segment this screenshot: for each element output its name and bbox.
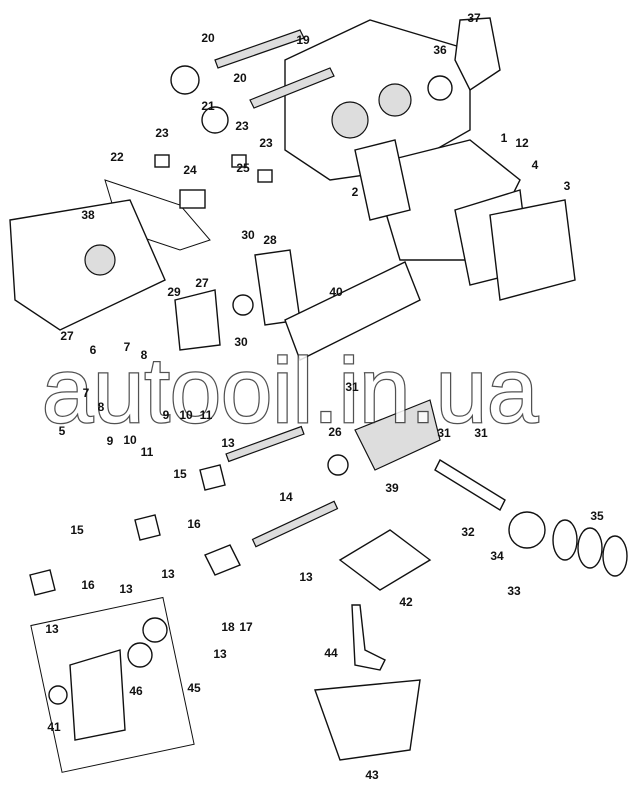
callout: 16 (187, 517, 201, 531)
timing-cover-rear (454, 17, 501, 92)
oil-seal (427, 75, 453, 101)
head-gasket (354, 139, 411, 221)
rocker-shaft (225, 425, 305, 463)
callout: 22 (110, 150, 124, 164)
callout: 13 (45, 622, 59, 636)
parts (9, 17, 628, 773)
callout: 7 (124, 340, 131, 354)
callout: 17 (239, 620, 253, 634)
callout: 31 (437, 426, 451, 440)
callout: 20 (233, 71, 247, 85)
camshaft-upper (214, 29, 305, 69)
callout: 29 (167, 285, 181, 299)
callout: 7 (83, 386, 90, 400)
callout: 38 (81, 208, 95, 222)
callout: 9 (163, 408, 170, 422)
oil-pan (314, 679, 421, 761)
callout: 40 (329, 285, 343, 299)
callout: 23 (259, 136, 273, 150)
callout: 18 (221, 620, 235, 634)
callout: 20 (201, 31, 215, 45)
callout: 21 (201, 99, 215, 113)
callout: 5 (59, 424, 66, 438)
piston (508, 511, 546, 549)
callout: 44 (324, 646, 338, 660)
tensioner (179, 189, 206, 209)
callout: 9 (107, 434, 114, 448)
callout: 8 (98, 400, 105, 414)
callout: 42 (399, 595, 413, 609)
crankshaft (354, 399, 441, 471)
callout: 25 (236, 161, 250, 175)
callout: 14 (279, 490, 293, 504)
callout: 11 (200, 408, 213, 422)
cam-sprocket (170, 65, 200, 95)
callout: 19 (296, 33, 310, 47)
callout: 13 (221, 436, 235, 450)
callout: 27 (60, 329, 74, 343)
oil-baffle (338, 529, 432, 591)
piston-ring-1 (552, 519, 578, 561)
callout: 13 (119, 582, 133, 596)
callout: 13 (299, 570, 313, 584)
callout: 10 (123, 433, 137, 447)
oil-pump-box (30, 596, 195, 773)
callout: 45 (187, 681, 201, 695)
callout: 8 (141, 348, 148, 362)
lifter (154, 154, 170, 168)
callout: 12 (515, 136, 529, 150)
connecting-rod (434, 459, 506, 511)
callout: 13 (161, 567, 175, 581)
callout: 46 (129, 684, 143, 698)
callout: 13 (213, 647, 227, 661)
callout: 23 (235, 119, 249, 133)
callout: 27 (195, 276, 209, 290)
callout: 37 (467, 11, 481, 25)
timing-cover-mid (254, 249, 301, 326)
callouts: 37 36 20 19 20 21 23 1 12 23 23 22 25 24… (45, 11, 604, 782)
callout: 30 (234, 335, 248, 349)
callout: 15 (70, 523, 84, 537)
watermark: autooil.in.ua (42, 340, 539, 442)
callout: 26 (328, 425, 342, 439)
callout: 31 (474, 426, 488, 440)
callout: 35 (590, 509, 604, 523)
valve-cover (489, 199, 576, 301)
oil-pump (69, 649, 126, 741)
callout: 23 (155, 126, 169, 140)
callout: 43 (365, 768, 379, 782)
callout: 6 (90, 343, 97, 357)
callout: 16 (81, 578, 95, 592)
callout: 11 (141, 445, 154, 459)
rocker-shaft-2 (251, 500, 339, 548)
callout: 4 (532, 158, 539, 172)
callout: 34 (490, 549, 504, 563)
crank-gear (327, 454, 349, 476)
callout: 41 (47, 720, 61, 734)
callout: 36 (433, 43, 447, 57)
callout: 30 (241, 228, 255, 242)
callout: 33 (507, 584, 521, 598)
bearing-panel (284, 261, 421, 361)
callout: 32 (461, 525, 475, 539)
camshaft-lower (249, 67, 335, 109)
rocker-arm-group (204, 544, 241, 576)
callout: 28 (263, 233, 277, 247)
oil-pickup (351, 604, 386, 671)
callout: 1 (501, 131, 508, 145)
callout: 15 (173, 467, 187, 481)
callout: 24 (183, 163, 197, 177)
callout: 2 (352, 185, 359, 199)
callout: 10 (179, 408, 193, 422)
callout: 39 (385, 481, 399, 495)
callout: 3 (564, 179, 571, 193)
callout: 31 (345, 380, 359, 394)
timing-cover-inner (174, 289, 221, 351)
